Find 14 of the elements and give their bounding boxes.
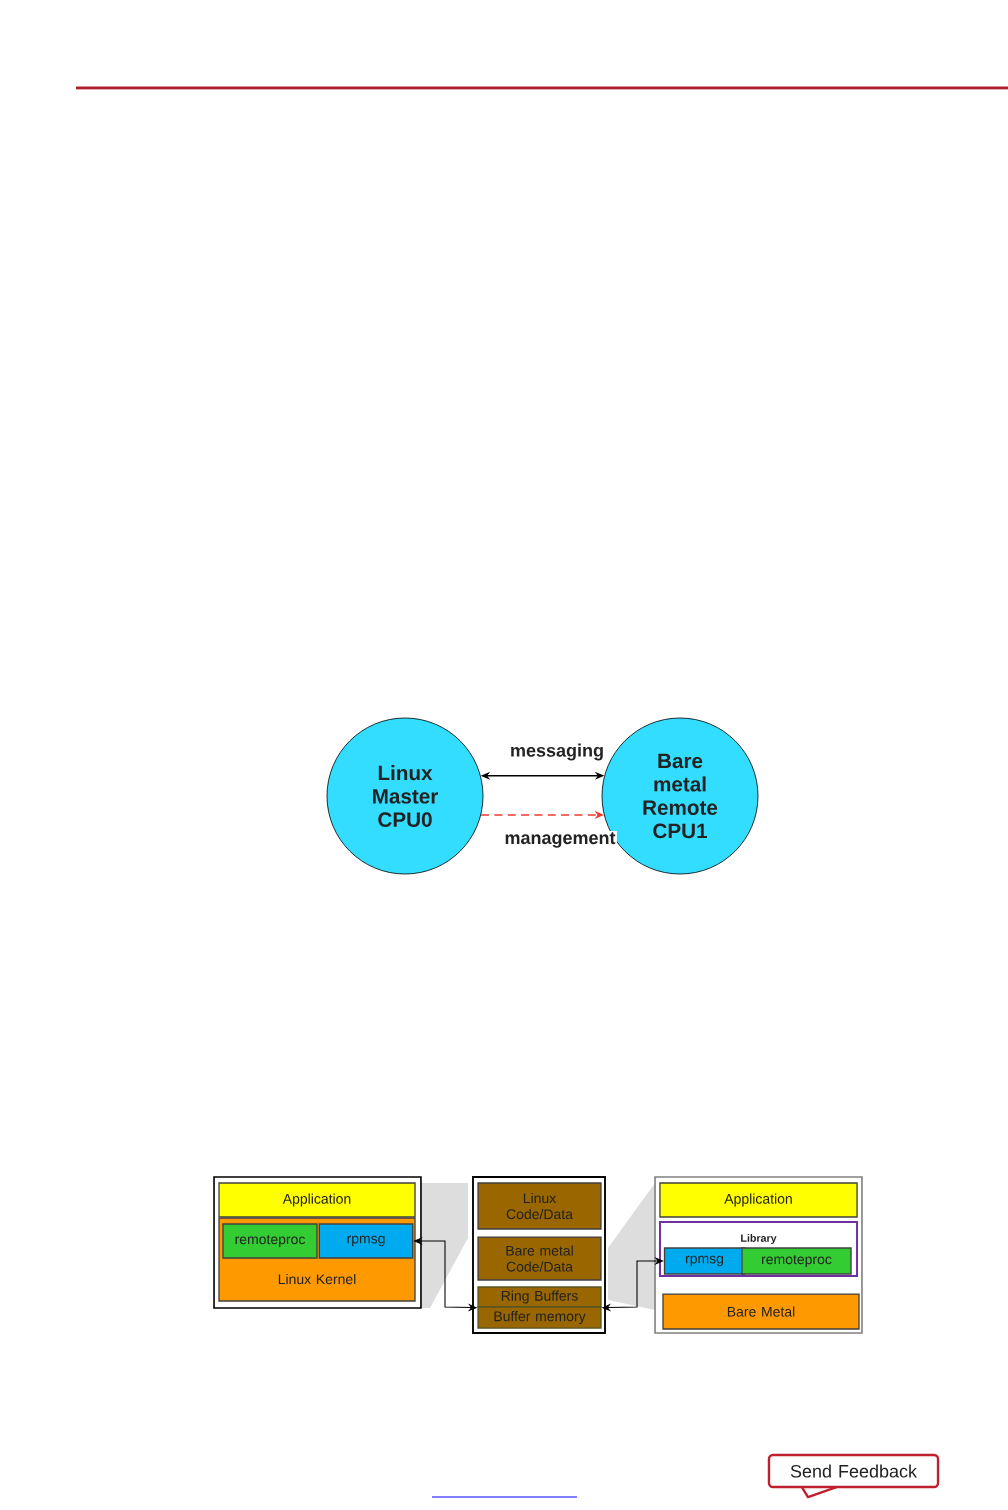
rpmsg-box: rpmsg bbox=[663, 1247, 746, 1275]
ring-buffer-box: Ring Buffers bbox=[477, 1286, 602, 1308]
bare-metal-box: Bare Metal bbox=[662, 1293, 860, 1330]
remoteproc-box: remoteproc bbox=[741, 1247, 852, 1275]
edge-label: management bbox=[503, 830, 617, 850]
memory-region-box: Bare metal Code/Data bbox=[477, 1236, 602, 1281]
application-box: Application bbox=[659, 1182, 858, 1218]
feedback-button: Send Feedback bbox=[767, 1453, 940, 1499]
memory-region-box: Linux Code/Data bbox=[477, 1182, 602, 1230]
node-label: Send Feedback bbox=[790, 1464, 918, 1478]
buffer-memory-box: Buffer memory bbox=[477, 1306, 602, 1329]
application-box: Application bbox=[218, 1182, 416, 1218]
rpmsg-box: rpmsg bbox=[318, 1223, 414, 1259]
remoteproc-box: remoteproc bbox=[222, 1223, 318, 1259]
